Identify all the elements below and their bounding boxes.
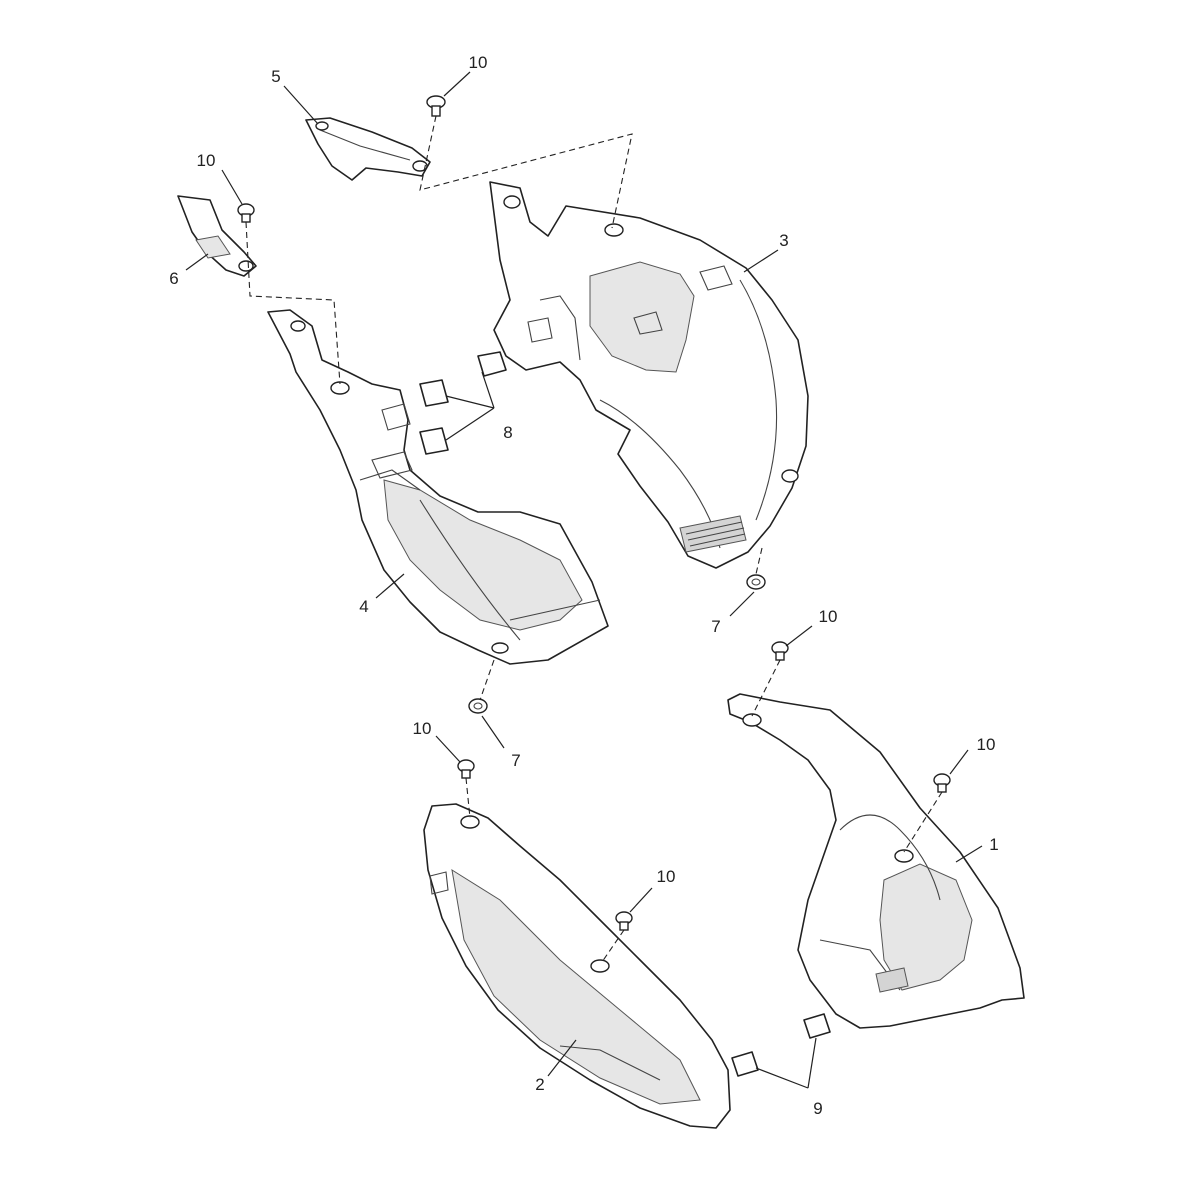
screw-10-right-upper [771,641,789,661]
grommet-7-upper [746,574,766,590]
callout-10-lower-mid: 10 [657,867,676,886]
part-8-clip-nuts [419,351,507,455]
screw-10-top [426,95,446,117]
part-4-inner-panel [267,309,609,665]
grommet-7-lower [468,698,488,714]
part-9-clips [731,1013,831,1077]
callout-2: 2 [535,1075,544,1094]
part-6-bracket [177,195,257,277]
screw-10-right [933,773,951,793]
part-1-side-cover [727,693,1025,1029]
callout-7-lower: 7 [511,751,520,770]
callout-4: 4 [359,597,368,616]
screw-10-lower-left [457,759,475,779]
part-2-lower-cover [423,803,731,1129]
callout-9: 9 [813,1099,822,1118]
callout-1: 1 [989,835,998,854]
callout-3: 3 [779,231,788,250]
callout-10-top: 10 [469,53,488,72]
callout-10-lower-left: 10 [413,719,432,738]
leader-lines [185,71,983,1089]
part-5-bracket [305,117,431,181]
callout-10-right: 10 [977,735,996,754]
callout-6: 6 [169,269,178,288]
callout-7-upper: 7 [711,617,720,636]
callout-5: 5 [271,67,280,86]
screw-10-lower-mid [615,911,633,931]
callout-labels: 5 10 10 6 3 8 4 7 10 7 10 10 1 10 2 9 [169,53,998,1118]
callout-8: 8 [503,423,512,442]
callout-10-left: 10 [197,151,216,170]
assembly-lines [245,115,943,963]
fasteners [237,95,951,931]
callout-10-right-upper: 10 [819,607,838,626]
part-3-inner-panel [489,181,809,569]
screw-10-left [237,203,255,223]
